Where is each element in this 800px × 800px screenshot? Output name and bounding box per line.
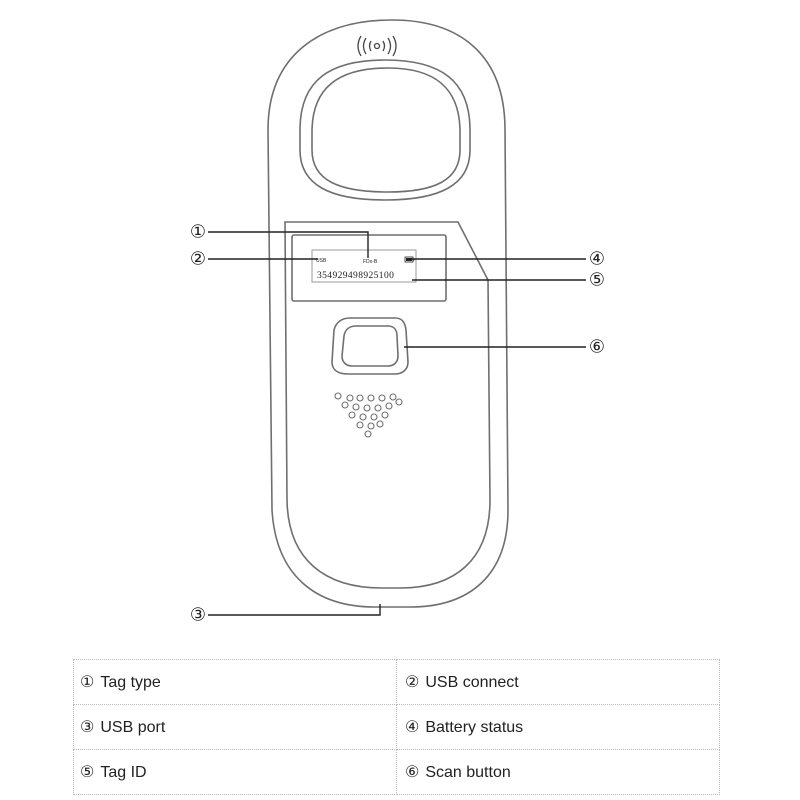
legend-number: ② <box>405 674 420 691</box>
legend-label: Tag type <box>100 674 161 691</box>
legend-label: USB port <box>100 719 166 736</box>
legend-number: ③ <box>80 719 95 736</box>
callout-line-usb-port <box>208 604 381 616</box>
scan-button-housing <box>331 317 409 375</box>
device-front-panel <box>284 221 491 589</box>
callout-1: ① <box>190 222 206 243</box>
callout-2: ② <box>190 249 206 270</box>
legend-row: ③ USB port ④ Battery status <box>73 704 720 750</box>
legend-number: ⑥ <box>405 764 420 781</box>
screen-display <box>311 249 417 283</box>
legend-cell-battery-status: ④ Battery status <box>396 704 720 750</box>
callout-4: ④ <box>589 249 605 270</box>
callout-5: ⑤ <box>589 270 605 291</box>
legend-number: ① <box>80 674 95 691</box>
callout-3: ③ <box>190 605 206 626</box>
rfid-wave-icon <box>357 35 397 57</box>
legend-table: ① Tag type ② USB connect ③ USB port ④ Batter… <box>73 659 720 795</box>
usb-indicator: USB <box>316 258 327 264</box>
legend-cell-scan-button: ⑥ Scan button <box>396 749 720 795</box>
speaker-grille <box>334 392 403 438</box>
tag-id-text: 354929498925100 <box>317 271 394 281</box>
legend-number: ⑤ <box>80 764 95 781</box>
handle-hole <box>299 59 471 201</box>
legend-label: USB connect <box>425 674 519 691</box>
legend-cell-usb-port: ③ USB port <box>73 704 397 750</box>
device-body-outline <box>267 19 509 608</box>
screen-bezel <box>291 234 447 302</box>
legend-label: Scan button <box>425 764 511 781</box>
handle-hole-inner <box>311 67 461 193</box>
legend-row: ① Tag type ② USB connect <box>73 659 720 705</box>
device-diagram: USB FDx-B 354929498925100 ① ② ③ ④ ⑤ ⑥ <box>190 19 605 626</box>
legend-row: ⑤ Tag ID ⑥ Scan button <box>73 749 720 795</box>
legend-cell-tag-type: ① Tag type <box>73 659 397 705</box>
legend-label: Battery status <box>425 719 524 736</box>
callout-6: ⑥ <box>589 337 605 358</box>
callout-line-tag-type <box>208 231 369 258</box>
scan-button-face[interactable] <box>341 325 399 367</box>
legend-number: ④ <box>405 719 420 736</box>
legend-label: Tag ID <box>100 764 147 781</box>
legend-cell-usb-connect: ② USB connect <box>396 659 720 705</box>
tag-type-text: FDx-B <box>363 259 378 265</box>
legend-cell-tag-id: ⑤ Tag ID <box>73 749 397 795</box>
